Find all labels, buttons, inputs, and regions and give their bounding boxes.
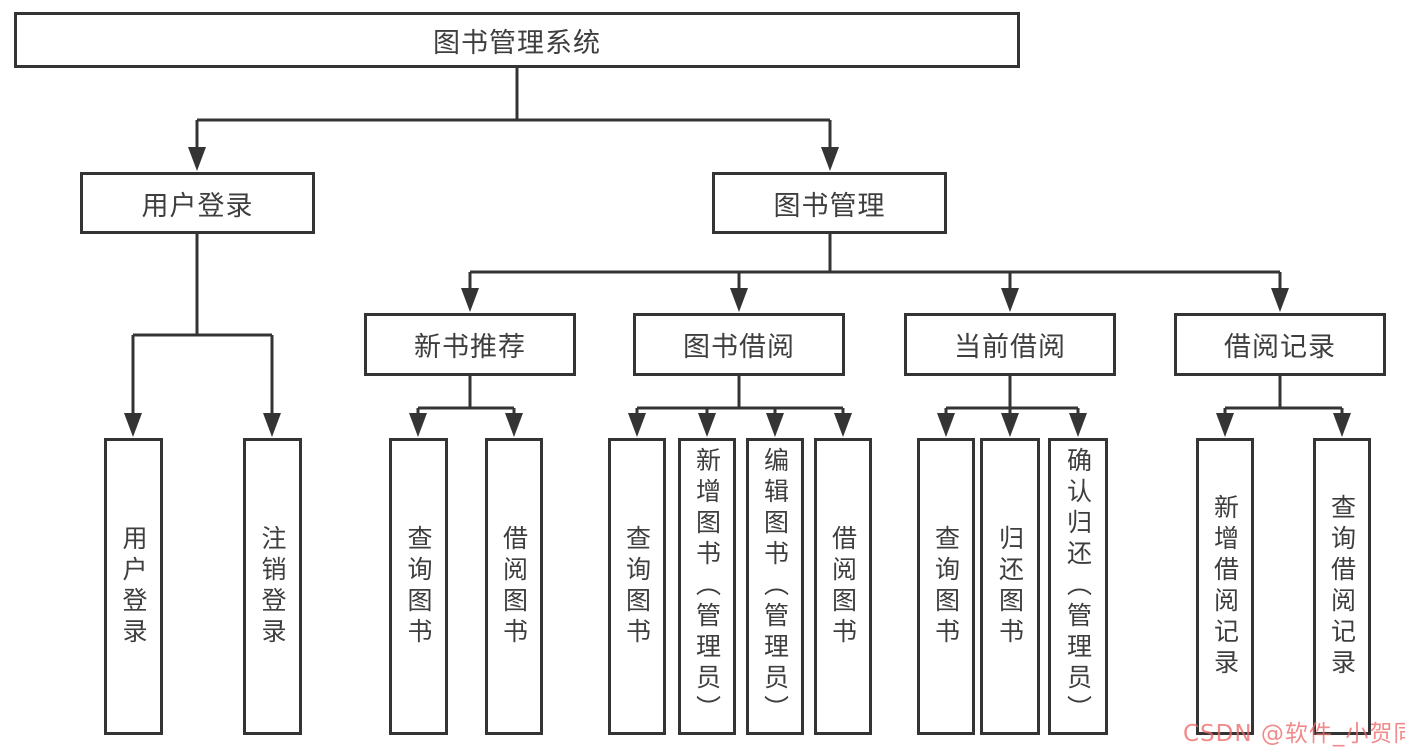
node-book-management-label: 图书管理 bbox=[773, 190, 886, 222]
node-borrow-books-2-label: 借阅图书 bbox=[828, 524, 858, 649]
node-query-books-3: 查询图书 bbox=[917, 438, 975, 735]
edge-root-to-level2 bbox=[188, 68, 839, 171]
node-query-borrow-record-label: 查询借阅记录 bbox=[1327, 493, 1357, 680]
node-borrowing-records-label: 借阅记录 bbox=[1224, 332, 1336, 363]
node-query-borrow-record: 查询借阅记录 bbox=[1313, 438, 1371, 735]
node-user-login: 用户登录 bbox=[80, 172, 315, 234]
node-user-login-action: 用户登录 bbox=[104, 438, 163, 735]
node-new-book-recommendation-label: 新书推荐 bbox=[414, 332, 526, 363]
node-new-book-recommendation: 新书推荐 bbox=[364, 313, 576, 376]
node-query-books-2: 查询图书 bbox=[608, 438, 666, 735]
node-borrowing-records: 借阅记录 bbox=[1174, 313, 1386, 376]
node-query-books-2-label: 查询图书 bbox=[622, 524, 652, 649]
node-logout-action: 注销登录 bbox=[243, 438, 302, 735]
edge-book-management-to-level3 bbox=[461, 234, 1289, 312]
node-user-login-action-label: 用户登录 bbox=[119, 524, 148, 649]
node-book-management: 图书管理 bbox=[712, 172, 947, 234]
edge-new-book-rec-to-children bbox=[409, 376, 523, 437]
node-confirm-return-admin-label: 确认归还（管理员） bbox=[1063, 447, 1093, 726]
node-borrow-books-2: 借阅图书 bbox=[814, 438, 872, 735]
node-current-borrowing-label: 当前借阅 bbox=[954, 332, 1066, 363]
node-add-borrow-record: 新增借阅记录 bbox=[1196, 438, 1254, 735]
node-borrow-books-1-label: 借阅图书 bbox=[499, 524, 529, 649]
edge-borrow-records-to-children bbox=[1216, 376, 1351, 437]
node-edit-books-admin-label: 编辑图书（管理员） bbox=[760, 447, 790, 726]
node-return-books-label: 归还图书 bbox=[995, 524, 1025, 649]
node-logout-action-label: 注销登录 bbox=[258, 524, 287, 649]
node-library-management-system-label: 图书管理系统 bbox=[433, 27, 601, 59]
node-add-borrow-record-label: 新增借阅记录 bbox=[1210, 493, 1240, 680]
node-query-books-1-label: 查询图书 bbox=[404, 524, 433, 649]
node-query-books-3-label: 查询图书 bbox=[931, 524, 961, 649]
node-current-borrowing: 当前借阅 bbox=[904, 313, 1116, 376]
node-borrow-books-1: 借阅图书 bbox=[485, 438, 543, 735]
node-query-books-1: 查询图书 bbox=[389, 438, 448, 735]
edge-current-borrow-to-children bbox=[937, 376, 1087, 437]
node-confirm-return-admin: 确认归还（管理员） bbox=[1048, 438, 1108, 735]
node-add-books-admin-label: 新增图书（管理员） bbox=[692, 447, 722, 726]
node-user-login-label: 用户登录 bbox=[141, 190, 254, 222]
node-return-books: 归还图书 bbox=[980, 438, 1040, 735]
node-edit-books-admin: 编辑图书（管理员） bbox=[746, 438, 804, 735]
edge-user-login-to-children bbox=[124, 234, 281, 437]
node-add-books-admin: 新增图书（管理员） bbox=[678, 438, 736, 735]
edge-book-borrow-to-children bbox=[628, 376, 852, 437]
node-book-borrowing-label: 图书借阅 bbox=[683, 332, 795, 363]
node-library-management-system: 图书管理系统 bbox=[14, 12, 1020, 68]
node-book-borrowing: 图书借阅 bbox=[633, 313, 845, 376]
